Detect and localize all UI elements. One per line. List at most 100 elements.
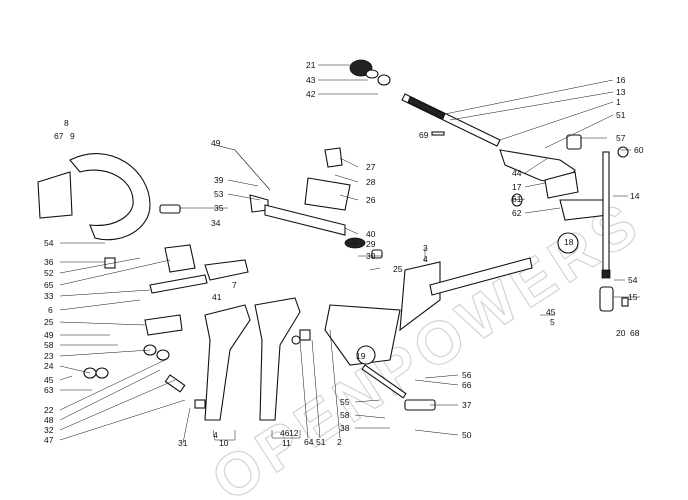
part-label: 47 <box>44 435 54 445</box>
part-label: 65 <box>44 280 54 290</box>
part-label: 31 <box>178 438 188 448</box>
part-label: 60 <box>634 145 644 155</box>
part-label: 24 <box>44 361 54 371</box>
part-label: 43 <box>306 75 316 85</box>
part-label: 8 <box>64 118 69 128</box>
part-label: 7 <box>232 280 237 290</box>
part-label: 45 <box>546 307 556 317</box>
part-label: 16 <box>616 75 626 85</box>
part-label: 35 <box>214 203 224 213</box>
part-label: 5 <box>550 317 555 327</box>
part-label: 55 <box>340 397 350 407</box>
part-label: 64 <box>304 437 314 447</box>
part-label: 2 <box>337 437 342 447</box>
nut-part <box>299 329 311 341</box>
part-label: 49 <box>211 138 221 148</box>
part-label: 23 <box>44 351 54 361</box>
part-label: 28 <box>366 177 376 187</box>
shaft-part <box>149 274 208 294</box>
part-label: 58 <box>44 340 54 350</box>
part-label: 27 <box>366 162 376 172</box>
part-label: 32 <box>44 425 54 435</box>
spring-part <box>344 237 366 249</box>
rod-part <box>361 364 407 399</box>
part-label: 15 <box>628 292 638 302</box>
leader-lines <box>59 64 640 444</box>
part-label: 58 <box>340 410 350 420</box>
part-label: 40 <box>366 229 376 239</box>
part-label: 69 <box>419 130 429 140</box>
part-label: 14 <box>630 191 640 201</box>
part-label: 26 <box>366 195 376 205</box>
part-label: 1 <box>616 97 621 107</box>
part-label: 18 <box>564 237 574 247</box>
part-label: 11 <box>282 438 291 448</box>
part-label: 63 <box>44 385 54 395</box>
rod-thread-part <box>407 96 446 120</box>
part-label: 54 <box>628 275 638 285</box>
bushing-part <box>544 171 579 199</box>
part-label: 12 <box>289 428 299 438</box>
washer-part <box>291 335 301 345</box>
part-label: 4 <box>213 430 218 440</box>
part-label: 19 <box>356 351 366 361</box>
part-label: 22 <box>44 405 54 415</box>
clevis-part <box>599 286 614 312</box>
part-label: 20 <box>616 328 626 338</box>
washer-part <box>95 367 109 379</box>
nut-part <box>104 257 116 269</box>
part-label: 25 <box>44 317 54 327</box>
pedal-assembly <box>204 257 533 421</box>
part-label: 67 <box>54 131 64 141</box>
spring-part <box>144 314 183 336</box>
left-mid-assembly <box>104 244 249 336</box>
part-label: 41 <box>212 292 222 302</box>
part-label: 17 <box>512 182 522 192</box>
part-label: 57 <box>616 133 626 143</box>
part-label: 13 <box>616 87 626 97</box>
part-label: 9 <box>70 131 75 141</box>
part-label: 51 <box>616 110 626 120</box>
pedal-lever-part <box>399 261 441 332</box>
spring-part <box>164 374 186 393</box>
part-label: 30 <box>366 251 376 261</box>
long-rod-part <box>602 151 610 275</box>
part-label: 50 <box>462 430 472 440</box>
arm-part <box>204 259 249 281</box>
part-label: 66 <box>462 380 472 390</box>
pawl-part <box>324 147 343 168</box>
pedal-arm-part <box>254 297 301 421</box>
part-label: 56 <box>462 370 472 380</box>
part-label: 54 <box>44 238 54 248</box>
pin-part <box>431 131 445 136</box>
cap-part <box>566 134 582 150</box>
part-label: 3 <box>423 243 428 253</box>
part-label: 44 <box>512 168 522 178</box>
part-label: 45 <box>44 375 54 385</box>
part-label: 42 <box>306 89 316 99</box>
brake-band-assembly <box>37 144 271 241</box>
ratchet-sector-part <box>304 177 351 211</box>
part-label: 46 <box>280 428 290 438</box>
spring-clip-part <box>356 345 376 365</box>
part-label: 48 <box>44 415 54 425</box>
part-label: 39 <box>214 175 224 185</box>
washer-part <box>365 69 379 79</box>
part-label: 51 <box>316 437 326 447</box>
pin-part <box>159 204 181 214</box>
part-label: 29 <box>366 239 376 249</box>
upper-linkage <box>499 134 629 312</box>
bracket-part <box>164 244 196 273</box>
nut-part <box>617 146 629 158</box>
part-label: 68 <box>630 328 640 338</box>
washer-part <box>377 74 391 86</box>
shaft-part <box>264 204 346 236</box>
part-label: 36 <box>44 257 54 267</box>
part-label: 25 <box>393 264 403 274</box>
part-label: 34 <box>211 218 221 228</box>
ratchet-assembly <box>264 147 383 259</box>
pedal-arm-part <box>204 304 251 421</box>
part-label: 38 <box>340 423 350 433</box>
